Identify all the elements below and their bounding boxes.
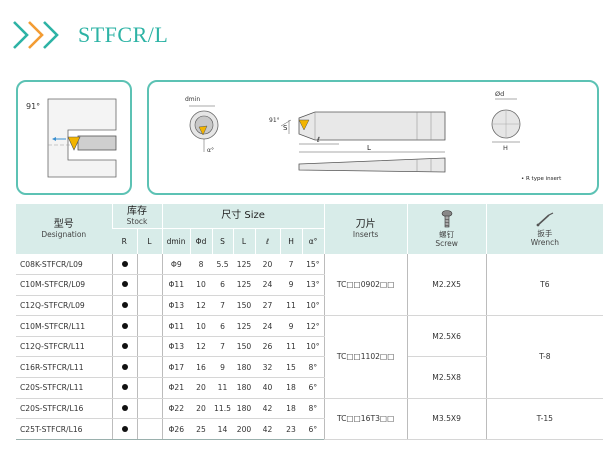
stock-dot	[121, 425, 128, 432]
table-row: C08K-STFCR/L09 Φ9 8 5.5 125 20 7 15° TC□…	[16, 254, 604, 317]
screw-cell: M3.5X9	[407, 398, 487, 440]
insert-type-note: • R type insert	[521, 176, 562, 182]
wrench-header: 扳手 Wrench	[485, 204, 604, 254]
stock-dot	[121, 281, 128, 288]
boring-view-drawing: 91°	[26, 98, 117, 178]
angle-label-right: 91°	[269, 117, 280, 124]
screw-icon	[441, 210, 452, 228]
l-stock-header: L	[136, 228, 163, 254]
smalll-header: ℓ	[254, 228, 281, 254]
page-header: STFCR/L	[12, 18, 168, 52]
wrench-icon	[536, 212, 554, 227]
boring-view-panel: 91°	[16, 80, 132, 195]
table-row: C12Q-STFCR/L09 Φ13 12 7 150 27 11 10°	[16, 295, 604, 317]
h-label: H	[503, 144, 508, 152]
table-row: C16R-STFCR/L11 Φ17 16 9 180 32 15 8° M2.…	[16, 356, 603, 399]
table-row: C12Q-STFCR/L11 Φ13 12 7 150 26 11 10°	[16, 336, 603, 358]
svg-text:α°: α°	[207, 147, 214, 154]
stock-dot	[121, 384, 128, 391]
wrench-cell: T6	[486, 254, 604, 317]
dmin-label: dmin	[185, 96, 200, 103]
angle-label-left: 91°	[26, 102, 40, 111]
insert-cell: TC□□1102□□	[324, 315, 408, 399]
stock-dot	[121, 322, 128, 329]
table-row: C10M-STFCR/L11 Φ11 10 6 125 24 9 12° TC□…	[16, 315, 604, 399]
screw-cell: M2.5X6	[407, 315, 487, 358]
stock-header: 库存 Stock	[111, 204, 163, 228]
l-small-label: ℓ	[316, 136, 320, 144]
l-label: L	[367, 144, 371, 152]
designation-header: 型号 Designation	[16, 204, 112, 254]
s-label: S	[283, 124, 288, 132]
insert-cell: TC□□0902□□	[324, 254, 408, 317]
table-row: C25T-STFCR/L16 Φ26 25 14 200 42 23 6°	[16, 418, 603, 440]
wrench-cell: T-8	[486, 315, 604, 399]
screw-cell: M2.2X5	[407, 254, 487, 317]
bigl-header: L	[232, 228, 256, 254]
stock-dot	[121, 343, 128, 350]
table-row: C10M-STFCR/L09 Φ11 10 6 125 24 9 13°	[16, 274, 603, 296]
page-title: STFCR/L	[78, 22, 169, 47]
d-label: Ød	[495, 90, 504, 98]
spec-table: 型号 Designation 库存 Stock 尺寸 Size 刀片 Inser…	[16, 204, 604, 440]
stock-dot	[121, 404, 128, 411]
triple-chevron-icon	[13, 21, 59, 49]
table-row: C20S-STFCR/L16 Φ22 20 11.5 180 42 18 8° …	[16, 398, 604, 440]
phid-header: Φd	[189, 228, 213, 254]
stock-dot	[121, 260, 128, 267]
stock-dot	[121, 301, 128, 308]
table-row: C20S-STFCR/L11 Φ21 20 11 180 40 18 6°	[16, 377, 604, 399]
dmin-header: dmin	[161, 228, 191, 254]
stock-dot	[121, 363, 128, 370]
screw-cell: M2.5X8	[407, 356, 487, 399]
angle-header: α°	[301, 228, 325, 254]
s-header: S	[211, 228, 234, 254]
screw-header: 螺钉 Screw	[406, 204, 487, 254]
insert-cell: TC□□16T3□□	[324, 398, 408, 440]
tool-dimension-panel: dmin α° 91° S ℓ L Ød H • R type in	[147, 80, 599, 195]
size-header: 尺寸 Size	[161, 204, 325, 228]
wrench-cell: T-15	[486, 398, 604, 440]
tool-dimension-drawing: dmin α° 91° S ℓ L Ød H • R type in	[185, 90, 562, 182]
r-header: R	[112, 228, 137, 254]
h-header: H	[279, 228, 303, 254]
inserts-header: 刀片 Inserts	[323, 204, 408, 254]
